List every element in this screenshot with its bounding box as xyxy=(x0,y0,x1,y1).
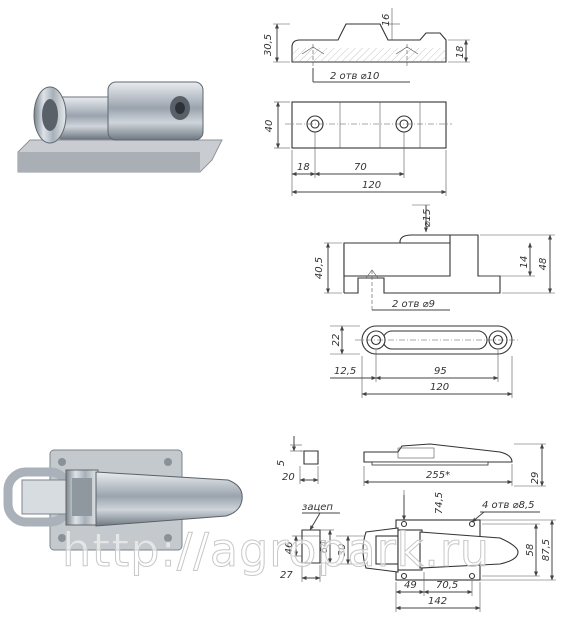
dim-part3-58: 58 xyxy=(525,544,536,557)
dim-part2-120: 120 xyxy=(430,382,449,393)
dim-part2-holes: 2 отв ⌀9 xyxy=(392,299,435,310)
dim-part1-70: 70 xyxy=(354,162,367,173)
dim-part3-49: 49 xyxy=(404,580,417,591)
part3-top-view: 74,5 4 отв ⌀8,5 30 58 87,5 49 70,5 142 xyxy=(336,490,556,612)
part1-top-view: 40 18 70 120 xyxy=(264,101,452,196)
dim-part3-87-5: 87,5 xyxy=(541,539,552,561)
watermark-text: http://agropark.ru xyxy=(62,523,490,577)
dim-part2-12-5: 12,5 xyxy=(334,366,356,377)
dim-part2-22: 22 xyxy=(331,334,342,347)
part2-side-view: ⌀15 40,5 14 48 2 отв ⌀9 xyxy=(314,204,555,311)
dim-part1-height-30-5: 30,5 xyxy=(263,34,274,56)
photo-draw-latch xyxy=(3,449,243,551)
catch-label: зацеп xyxy=(302,502,333,513)
dim-part2-dia-15: ⌀15 xyxy=(422,209,433,228)
dim-part3-holes: 4 отв ⌀8,5 xyxy=(482,500,534,511)
dim-part2-95: 95 xyxy=(434,366,447,377)
part2-top-view: 22 12,5 95 120 xyxy=(330,325,518,398)
part3-catch-views: 5 20 зацеп 46 64 27 xyxy=(276,436,340,582)
dim-part1-18-offset: 18 xyxy=(297,162,310,173)
part1-side-view: 30,5 16 18 2 отв ⌀10 xyxy=(263,8,470,83)
dim-part3-74-5: 74,5 xyxy=(434,492,445,514)
dim-part1-16: 16 xyxy=(381,14,392,27)
dim-part3-64: 64 xyxy=(319,541,330,554)
dim-part3-142: 142 xyxy=(428,596,447,607)
dim-part1-120: 120 xyxy=(362,180,381,191)
photo-hinge-block xyxy=(17,81,223,173)
dim-part1-width-40: 40 xyxy=(264,120,275,133)
dim-part3-29: 29 xyxy=(530,472,541,485)
dim-part3-27: 27 xyxy=(280,570,293,581)
dim-part3-5: 5 xyxy=(276,460,287,466)
dim-part2-14: 14 xyxy=(519,256,530,269)
dim-part1-holes: 2 отв ⌀10 xyxy=(330,71,379,82)
dim-part1-18: 18 xyxy=(455,46,466,59)
dim-part3-20: 20 xyxy=(282,472,295,483)
dim-part3-46: 46 xyxy=(284,542,295,555)
part3-side-view: 255* 29 xyxy=(363,443,546,487)
dim-part3-70-5: 70,5 xyxy=(436,580,458,591)
dim-part2-40-5: 40,5 xyxy=(314,257,325,279)
dim-part3-255: 255* xyxy=(426,470,450,481)
dim-part2-48: 48 xyxy=(538,258,549,271)
dim-part3-30: 30 xyxy=(337,544,348,557)
